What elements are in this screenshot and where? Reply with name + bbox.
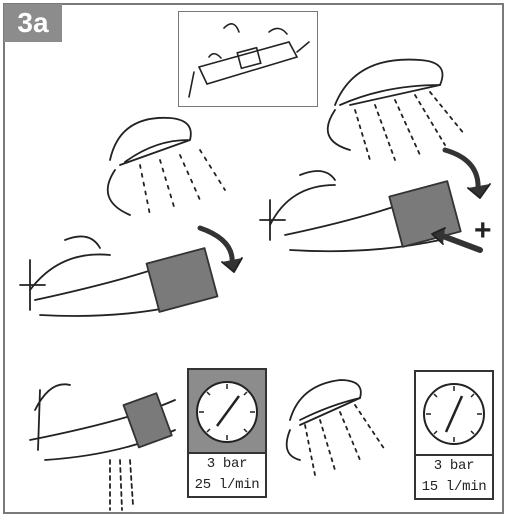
shower-head-bottom [290,380,361,425]
water-spray-left [140,150,225,215]
plus-symbol: + [474,214,492,247]
gauge-pressure-label: 3 bar [416,456,492,477]
water-flow-bottom [110,460,133,510]
shower-hose-right [328,110,350,150]
pressure-gauge-icon [416,372,492,452]
gauge-flow-label: 25 l/min [189,475,265,496]
gauge-dial-panel [189,370,265,454]
gauge-dial-panel [416,372,492,456]
temperature-handle-bottom [124,393,172,447]
gauge-flow-label: 15 l/min [416,477,492,498]
shower-hose-bottom [287,430,300,460]
water-spray-bottom [305,405,385,475]
shower-head-right [335,60,443,105]
temperature-handle-left [147,248,218,312]
arrow-head-left [222,258,242,272]
gauge-high-flow: 3 bar 25 l/min [187,368,267,498]
gauge-low-flow: 3 bar 15 l/min [414,370,494,500]
rotation-arrow-right [445,150,478,190]
shower-hose-left [108,170,130,215]
shower-head-left [110,118,191,165]
arrow-head-right [468,184,490,198]
pressure-gauge-icon [189,370,265,450]
gauge-pressure-label: 3 bar [189,454,265,475]
